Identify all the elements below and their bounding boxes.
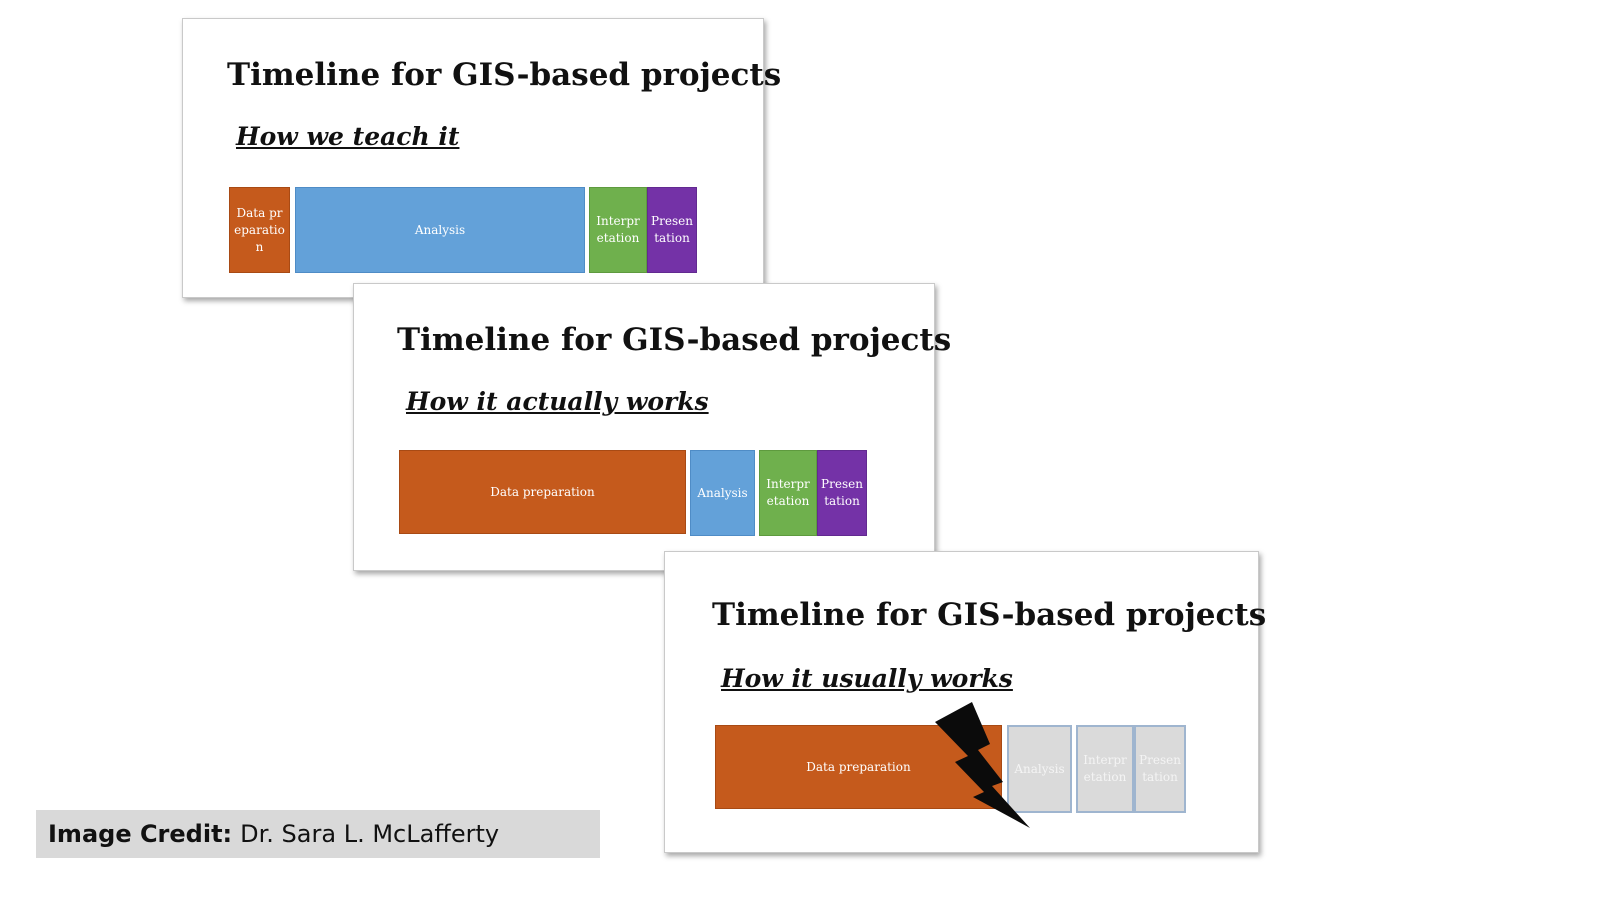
segment-presentation: Presentation: [1134, 725, 1186, 813]
slide-subtitle: How it usually works: [721, 664, 1013, 693]
segment-presentation: Presentation: [817, 450, 867, 536]
segment-interpretation: Interpretation: [589, 187, 647, 273]
segment-interpretation: Interpretation: [1076, 725, 1134, 813]
segment-analysis: Analysis: [1007, 725, 1072, 813]
slide-how-it-actually-works: Timeline for GIS-based projects How it a…: [353, 283, 951, 571]
slide-title: Timeline for GIS-based projects: [397, 322, 952, 358]
segment-presentation: Presentation: [647, 187, 697, 273]
image-credit: Image Credit: Dr. Sara L. McLafferty: [36, 810, 600, 858]
slide-title: Timeline for GIS-based projects: [227, 57, 782, 93]
slide-subtitle: How it actually works: [406, 387, 709, 416]
credit-name: Dr. Sara L. McLafferty: [240, 820, 500, 848]
segment-interpretation: Interpretation: [759, 450, 817, 536]
slide-subtitle: How we teach it: [236, 122, 460, 151]
segment-data-preparation: Data preparation: [229, 187, 290, 273]
lightning-bolt-icon: [935, 702, 1030, 828]
slide-title: Timeline for GIS-based projects: [712, 597, 1267, 633]
segment-analysis: Analysis: [295, 187, 585, 273]
segment-analysis: Analysis: [690, 450, 755, 536]
segment-data-preparation: Data preparation: [399, 450, 686, 534]
slide-how-we-teach-it: Timeline for GIS-based projects How we t…: [182, 18, 781, 298]
credit-label: Image Credit:: [48, 820, 233, 848]
